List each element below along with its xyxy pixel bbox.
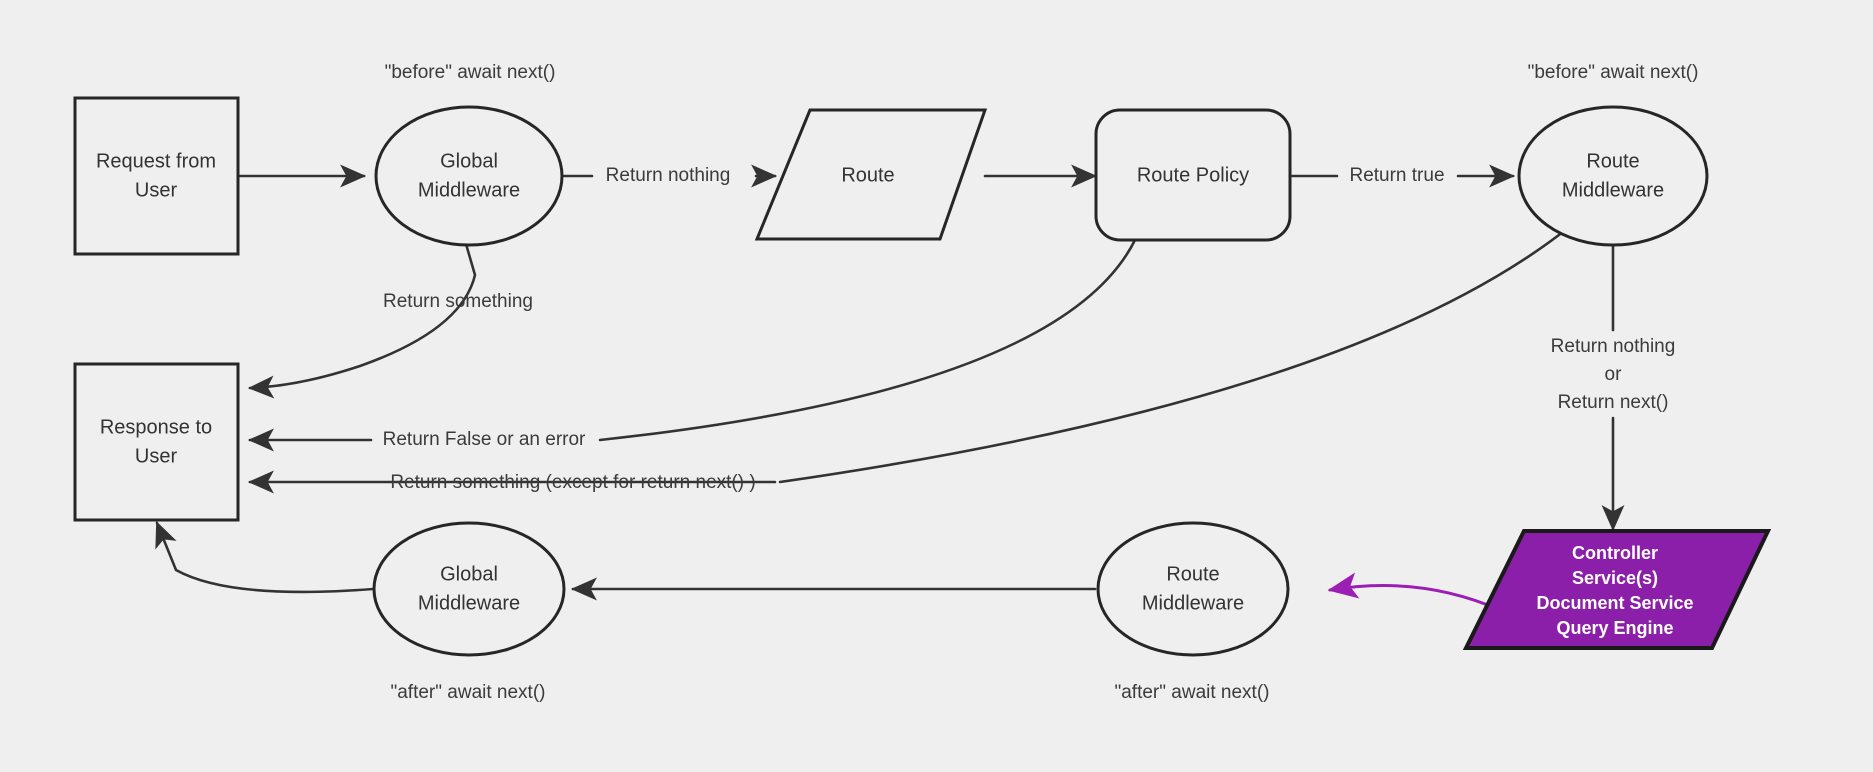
edge-label-return-false-or-error: Return False or an error [383, 429, 586, 450]
node-route-policy-line-0: Route Policy [1137, 164, 1249, 186]
node-request-from-user-line-1: User [135, 179, 178, 201]
edge-label-return-nothing-or-next-line-1: Return nothing [1551, 336, 1676, 357]
node-controller-services-line-3: Query Engine [1556, 618, 1673, 638]
annotation-after-await-next-route: "after" await next() [1115, 682, 1270, 703]
node-route-middleware-bottom-line-0: Route [1166, 563, 1219, 585]
node-controller-services-line-1: Service(s) [1572, 568, 1658, 588]
edge-global-middleware-bottom-to-response [155, 521, 375, 594]
node-controller-services-line-0: Controller [1572, 543, 1658, 563]
node-global-middleware-top-line-0: Global [440, 150, 498, 172]
node-route-middleware-top-line-1: Middleware [1562, 179, 1664, 201]
annotation-before-await-next-global: "before" await next() [385, 62, 556, 83]
node-route-line-0: Route [841, 164, 894, 186]
node-response-to-user-line-1: User [135, 445, 178, 467]
node-global-middleware-bottom-line-1: Middleware [418, 592, 520, 614]
node-global-middleware-bottom-line-0: Global [440, 563, 498, 585]
node-response-to-user[interactable]: Response to User [73, 362, 240, 522]
annotation-after-await-next-global: "after" await next() [391, 682, 546, 703]
node-request-from-user-line-0: Request from [96, 150, 216, 172]
node-route[interactable]: Route [754, 108, 988, 241]
node-controller-services-line-2: Document Service [1536, 593, 1693, 613]
edge-route-middleware-to-response-curve [778, 226, 1570, 484]
annotation-before-await-next-route: "before" await next() [1528, 62, 1699, 83]
node-global-middleware-top-line-1: Middleware [418, 179, 520, 201]
edge-label-return-something-except: Return something (except for return next… [390, 472, 755, 493]
node-route-policy[interactable]: Route Policy [1094, 108, 1292, 242]
node-controller-services[interactable]: Controller Service(s) Document Service Q… [1462, 529, 1772, 650]
node-route-middleware-bottom[interactable]: Route Middleware [1096, 521, 1290, 657]
node-response-to-user-line-0: Response to [100, 416, 212, 438]
node-route-middleware-bottom-line-1: Middleware [1142, 592, 1244, 614]
node-request-from-user[interactable]: Request from User [73, 96, 240, 256]
node-global-middleware-bottom[interactable]: Global Middleware [372, 521, 566, 657]
edge-global-middleware-to-response [247, 242, 477, 399]
node-route-middleware-top-line-0: Route [1586, 150, 1639, 172]
node-route-middleware-top[interactable]: Route Middleware [1517, 105, 1709, 247]
edge-label-return-nothing-or-next-line-3: Return next() [1558, 392, 1669, 413]
edge-label-return-nothing-or-next-line-2: or [1605, 364, 1623, 385]
edge-label-return-true: Return true [1349, 165, 1444, 186]
node-global-middleware-top[interactable]: Global Middleware [374, 105, 564, 247]
edge-label-return-nothing: Return nothing [606, 165, 731, 186]
edge-route-policy-to-response-curve [598, 238, 1137, 442]
edge-label-return-something-top: Return something [383, 291, 533, 312]
edge-controller-to-route-middleware-bottom [1327, 572, 1502, 612]
